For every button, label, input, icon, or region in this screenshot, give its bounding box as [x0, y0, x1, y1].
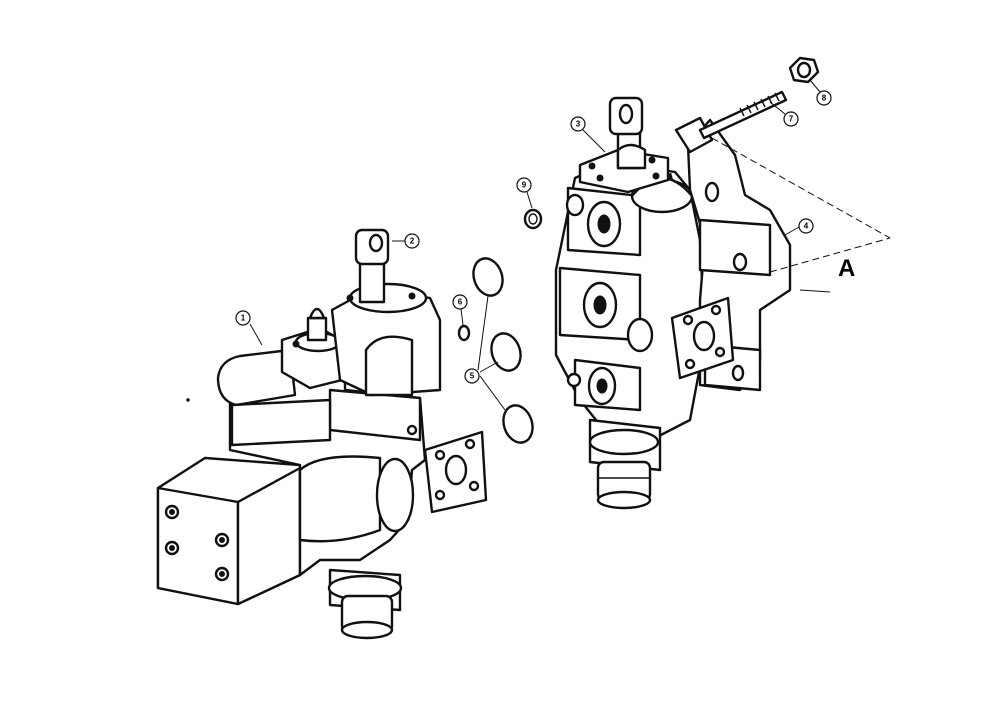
- callout-5-label: 5: [470, 372, 475, 381]
- callout-5: 5: [464, 295, 506, 411]
- left-control-valve-assembly: 1 2: [156, 228, 488, 640]
- callout-9-label: 9: [522, 181, 527, 190]
- top-plate-and-stem: [578, 96, 670, 194]
- end-cap-bolts: [164, 504, 230, 582]
- view-a-reference: A: [711, 137, 891, 293]
- callout-1: 1: [235, 310, 263, 346]
- end-cap-block: [156, 456, 302, 606]
- spool-housing: [330, 228, 442, 397]
- o-rings: [457, 257, 534, 444]
- left-valve-body: [216, 343, 427, 577]
- callout-8: 8: [809, 79, 832, 106]
- callout-9: 9: [516, 177, 533, 209]
- callout-3-label: 3: [576, 120, 581, 129]
- callout-2: 2: [392, 233, 420, 249]
- callout-7: 7: [769, 101, 799, 127]
- right-flange-plate: [670, 296, 735, 380]
- callout-2-label: 2: [410, 237, 415, 246]
- left-bottom-fitting: [327, 568, 403, 640]
- small-o-ring: [457, 324, 471, 342]
- callout-1-label: 1: [241, 314, 246, 323]
- relief-valve-cap: [280, 307, 352, 390]
- o-ring-middle: [490, 332, 522, 372]
- right-bottom-fitting: [588, 418, 662, 510]
- callout-4: 4: [784, 218, 814, 236]
- right-valve-body: [554, 160, 707, 440]
- small-seal-ring: [523, 208, 543, 230]
- stray-dot: [186, 398, 190, 402]
- callout-8-label: 8: [822, 94, 827, 103]
- right-valve-section: 3 4: [554, 96, 814, 510]
- view-letter-a: A: [838, 255, 855, 282]
- o-ring-lower: [502, 404, 534, 444]
- side-flange-plate: [423, 430, 488, 514]
- callout-6: 6: [452, 294, 468, 326]
- callout-7-label: 7: [789, 115, 794, 124]
- callout-6-label: 6: [458, 298, 463, 307]
- o-ring-upper: [472, 257, 504, 297]
- callout-3: 3: [570, 116, 606, 153]
- callout-4-label: 4: [804, 222, 809, 231]
- hex-nut: [788, 56, 820, 84]
- stud-bolt: [698, 90, 788, 140]
